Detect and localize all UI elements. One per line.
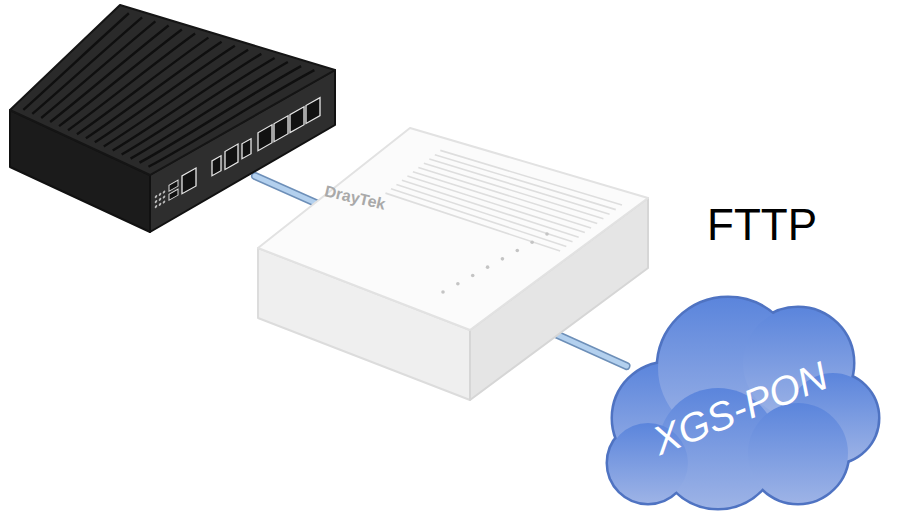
ont-device: DrayTek — [255, 120, 655, 405]
ont-led — [456, 282, 460, 286]
ont-led — [501, 257, 505, 261]
router-ports — [155, 98, 320, 210]
ont-top-face — [258, 128, 648, 330]
router-ridge — [131, 62, 288, 159]
network-cloud: XGS-PON — [598, 268, 883, 513]
ont-ridge — [385, 193, 560, 251]
ont-led — [545, 232, 549, 236]
ont-led — [471, 274, 475, 278]
fiber-line — [555, 334, 627, 366]
router-ridge — [140, 66, 302, 163]
ont-led — [515, 249, 519, 253]
router-ridge — [41, 21, 155, 118]
fiber-outline — [555, 334, 627, 366]
ont-ridge — [396, 185, 572, 242]
fiber-connector — [555, 334, 627, 366]
network-type-label: FTTP — [707, 200, 817, 250]
router-ridge — [59, 30, 182, 127]
ont-led — [441, 290, 445, 294]
ont-led — [530, 240, 534, 244]
ont-led — [486, 265, 490, 269]
router-top — [10, 5, 335, 175]
router-ridge — [50, 25, 168, 122]
ont-ridge — [391, 189, 566, 247]
router-ridges — [23, 13, 314, 166]
ont-illustration — [255, 120, 655, 405]
router-ridge — [68, 34, 195, 131]
